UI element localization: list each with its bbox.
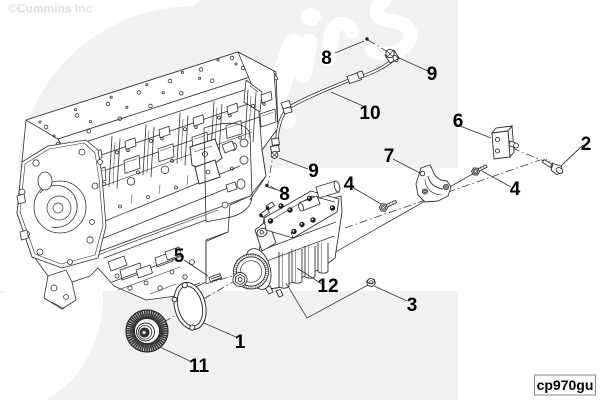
svg-text:5: 5 (174, 246, 185, 267)
svg-text:8: 8 (321, 48, 332, 69)
svg-text:1: 1 (235, 332, 246, 353)
svg-text:3: 3 (407, 295, 418, 316)
svg-text:2: 2 (581, 134, 592, 155)
svg-text:9: 9 (427, 64, 438, 85)
svg-text:cp970gu: cp970gu (537, 377, 594, 393)
svg-text:6: 6 (453, 111, 464, 132)
svg-text:7: 7 (384, 146, 395, 167)
svg-text:8: 8 (279, 184, 290, 205)
svg-text:4: 4 (510, 179, 521, 200)
svg-text:10: 10 (359, 103, 380, 124)
svg-text:11: 11 (189, 356, 210, 377)
svg-text:©Cummins Inc: ©Cummins Inc (8, 2, 93, 16)
svg-text:12: 12 (317, 276, 338, 297)
svg-text:4: 4 (344, 174, 355, 195)
svg-text:9: 9 (308, 161, 319, 182)
